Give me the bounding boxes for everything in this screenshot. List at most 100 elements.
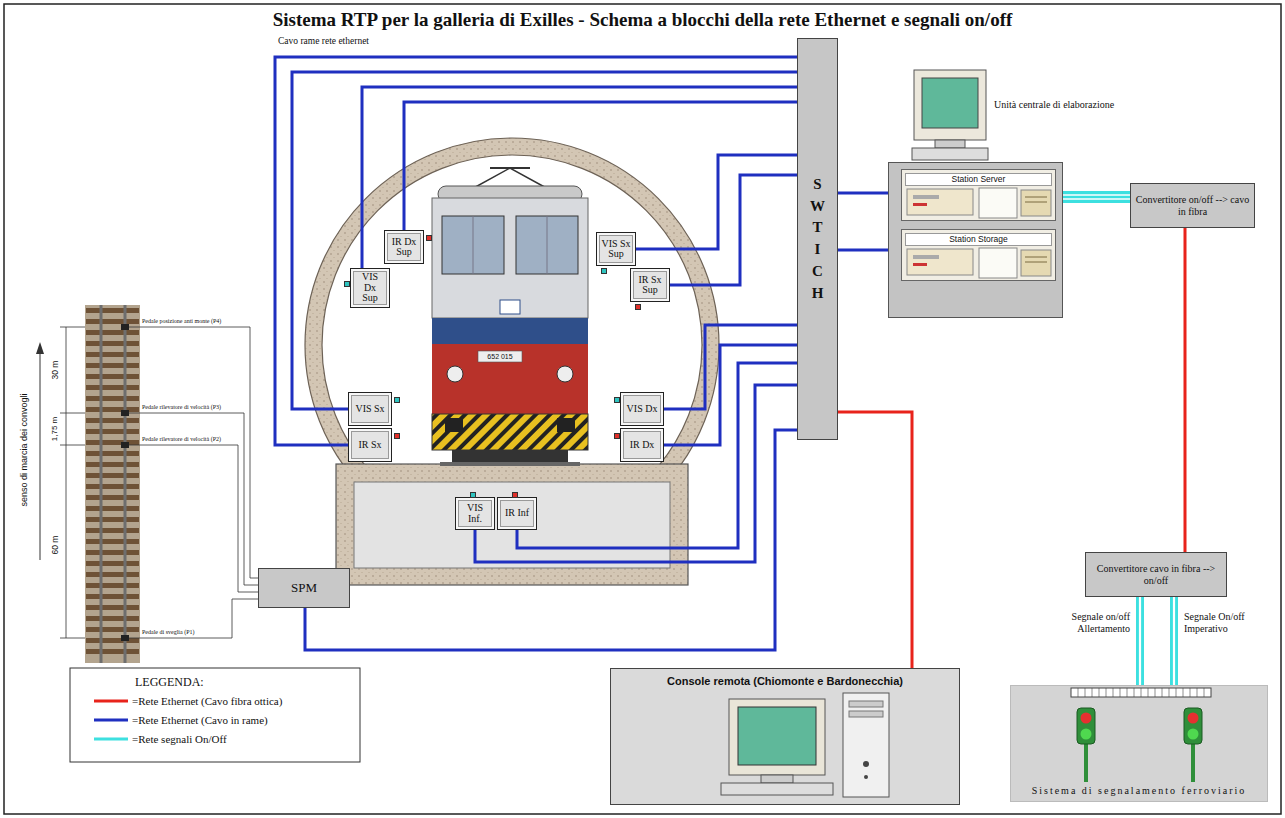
locomotive — [557, 418, 575, 432]
station-drawing — [913, 203, 927, 206]
cable-gap — [1063, 198, 1130, 200]
note-label: 652 015 — [487, 352, 512, 360]
track-sleeper — [86, 550, 139, 555]
pedal-wire — [129, 327, 258, 578]
track-sleeper — [86, 330, 139, 335]
railway-track — [121, 635, 129, 641]
station-drawing — [913, 255, 939, 259]
note-label: Pedale rilevatore di velocità (P2) — [142, 436, 221, 443]
tunnel-ring — [305, 138, 719, 466]
cable-gap — [1063, 194, 1130, 196]
node-text: Console remota (Chiomonte e Bardonecchia… — [611, 669, 959, 687]
node-text: Station Storage — [905, 233, 1052, 246]
camera-box: VIS Sx — [348, 392, 392, 426]
node-text: Convertitore on/off --> cavo in fibra — [1134, 194, 1251, 217]
note-label: senso di marcia dei convogli — [19, 393, 30, 506]
direction-arrow — [36, 342, 44, 354]
legend-box — [70, 668, 360, 762]
sistema-drawing — [1188, 713, 1199, 724]
pedal-wire — [129, 445, 258, 592]
sistema-drawing — [1085, 688, 1086, 697]
cable-gap — [1139, 597, 1141, 685]
server-box: Station Server — [901, 169, 1056, 221]
track-sleeper — [86, 627, 139, 632]
sistema-drawing — [1081, 713, 1092, 724]
diagram-title: Sistema RTP per la galleria di Exilles -… — [0, 9, 1285, 31]
sistema-drawing — [1148, 688, 1149, 697]
network-switch: SWTICH — [797, 38, 838, 440]
sistema-drawing — [1120, 688, 1121, 697]
sistema-drawing — [1084, 744, 1088, 782]
cable-connector — [475, 385, 797, 562]
node-text: VIS Dx Sup — [355, 272, 385, 304]
spm-box: SPM — [258, 568, 350, 608]
sistema-drawing — [1141, 688, 1142, 697]
station-drawing — [1021, 190, 1051, 216]
cable-connector — [670, 175, 797, 285]
station-drawing — [913, 195, 939, 199]
console-drawing — [729, 699, 825, 775]
signalling-system: Sistema di segnalamento ferroviario — [1010, 685, 1268, 802]
cable-connector — [362, 87, 797, 268]
track-sleeper — [86, 418, 139, 423]
node-text: IR Inf — [505, 508, 529, 519]
track-sleeper — [86, 638, 139, 643]
node-text: IR Sx — [358, 440, 381, 451]
legend-line — [94, 738, 128, 741]
sistema-drawing — [1077, 708, 1095, 744]
railway-track — [124, 305, 127, 663]
camera-led — [614, 397, 620, 403]
track-sleeper — [86, 528, 139, 533]
node-text: Sistema di segnalamento ferroviario — [1032, 785, 1247, 801]
camera-led — [635, 304, 641, 310]
console-drawing — [721, 783, 833, 795]
track-sleeper — [86, 473, 139, 478]
console-drawing — [849, 701, 883, 707]
node-text: VIS Dx — [627, 404, 658, 415]
track-sleeper — [86, 484, 139, 489]
track-sleeper — [86, 451, 139, 456]
sistema-drawing — [1081, 729, 1092, 740]
sistema-drawing — [1197, 688, 1198, 697]
track-sleeper — [86, 440, 139, 445]
pedal-wire — [129, 327, 258, 638]
camera-box: IR Inf — [497, 497, 537, 530]
track-sleeper — [86, 583, 139, 588]
legend-row: =Rete segnali On/Off — [92, 733, 227, 745]
computer-icon — [912, 70, 988, 160]
sistema-drawing — [1106, 688, 1107, 697]
camera-box: VIS Inf. — [455, 497, 495, 530]
cable-connector — [305, 430, 797, 650]
computer-icon — [922, 78, 978, 128]
node-text: VIS Inf. — [460, 503, 490, 524]
camera-led — [614, 433, 620, 439]
sistema-drawing — [1184, 708, 1202, 744]
track-sleeper — [86, 396, 139, 401]
track-sleeper — [86, 572, 139, 577]
dimension-line — [60, 413, 85, 414]
locomotive — [432, 168, 588, 466]
note-label: 30 m — [50, 361, 60, 380]
track-sleeper — [86, 649, 139, 654]
track-sleeper — [86, 429, 139, 434]
note-label: Pedale posizione anti monte (P4) — [142, 318, 221, 325]
dimension-line — [60, 327, 85, 328]
legend-line — [94, 700, 128, 703]
locomotive — [432, 344, 588, 414]
track-sleeper — [86, 341, 139, 346]
camera-box: VIS Dx Sup — [350, 268, 390, 308]
connector-group — [275, 57, 1185, 685]
locomotive — [516, 216, 578, 274]
console-drawing — [611, 669, 961, 806]
legend-text: =Rete Ethernet (Cavo fibra ottica) — [132, 695, 282, 707]
legend-swatch — [92, 715, 130, 725]
sistema-drawing — [1113, 688, 1114, 697]
camera-led — [512, 492, 518, 498]
sistema-drawing — [1071, 688, 1211, 697]
sistema-drawing — [1134, 688, 1135, 697]
track-sleeper — [86, 308, 139, 654]
direction-arrow — [36, 342, 44, 560]
note-label: Pedale di sveglia (P1) — [142, 629, 195, 636]
locomotive — [440, 462, 580, 466]
cable-connector — [1136, 597, 1144, 685]
